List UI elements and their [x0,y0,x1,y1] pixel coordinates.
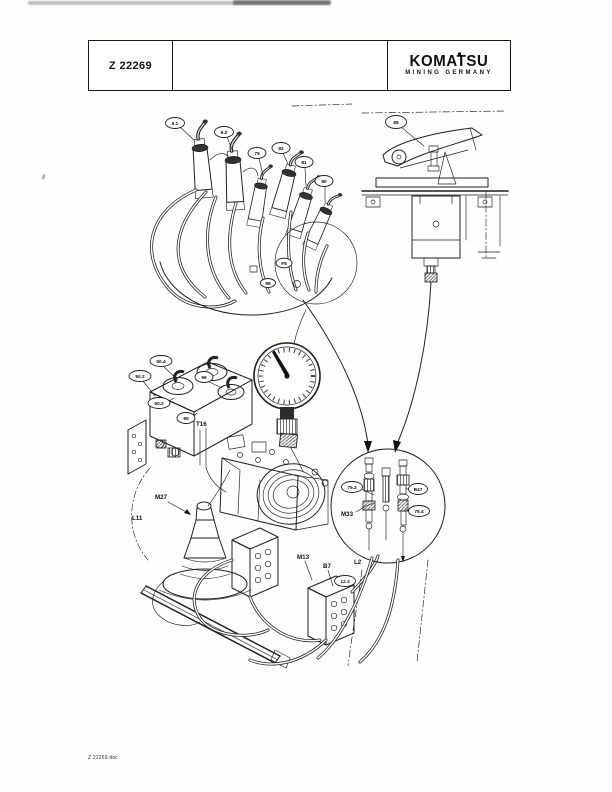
brand-text: KOMATSU [409,52,489,71]
test-fitting-middle [381,467,391,541]
callout-pedal: 88 [393,120,399,126]
callout-hose-6: 80 [321,179,327,185]
joystick-lever: M27 L11 [131,467,252,626]
callout-hose-2: 9.2 [221,130,228,136]
detail-circle-callouts: 75.3 M33 B47 75.4 [341,481,430,518]
doc-number-cell: Z 22269 [89,41,173,90]
label-b7: B7 [323,563,331,570]
callout-cluster-98: 98 [265,281,271,287]
brand-cell: KOMATSU MINING GERMANY [388,41,510,90]
label-l2: L2 [354,559,362,566]
title-block-empty-cell [173,41,388,90]
manifold-blocks: M13 B7 L2 12.3 [140,527,380,669]
test-fitting-right [396,459,410,562]
callout-95: 95 [183,416,189,422]
callout-75-4: 75.4 [414,509,424,515]
label-m33: M33 [341,511,354,518]
footer-filename: Z 22269.doc [88,755,118,761]
title-block: Z 22269 KOMATSU MINING GERMANY [88,40,511,91]
callout-96: 96 [201,375,207,381]
callout-50-2: 50.2 [135,374,145,380]
callout-b47: B47 [414,487,423,493]
label-l11: L11 [132,515,143,522]
leader-arrows [302,281,432,453]
logo-t-dot [457,52,461,56]
callout-hose-1: 9.1 [172,121,179,127]
callout-50-3: 50.3 [154,401,164,407]
brand-subtitle: MINING GERMANY [405,70,493,76]
label-t16: T16 [196,421,207,428]
callout-75-3: 75.3 [347,485,357,491]
callout-12-3: 12.3 [340,579,350,585]
servo-valve-assembly [207,434,329,531]
foot-pedal-assembly: 88 [361,115,509,283]
construction-lines [291,103,507,114]
callout-50-4: 50.4 [156,359,166,365]
test-fitting-left [362,457,376,551]
callout-cluster-f8: F8 [281,261,287,267]
hose-valve-cluster: F8 98 9.1 9.2 79 82 81 [150,117,358,316]
komatsu-logo: KOMATSU [409,52,489,71]
label-m13: M13 [297,554,310,561]
detail-circle: 75.3 M33 B47 75.4 [316,448,446,664]
doc-number: Z 22269 [108,59,153,72]
valve-block-callouts: 50.4 50.2 50.3 96 95 [128,355,223,424]
callout-hose-3: 79 [254,151,260,157]
pressure-gauge [253,309,321,473]
callout-hose-5: 81 [301,160,307,166]
label-m27: M27 [155,494,168,501]
callout-hose-4: 82 [278,146,284,152]
reducing-valve-block: T16 50.4 50.2 50.3 96 95 [127,355,253,493]
cluster-callouts: 9.1 9.2 79 82 81 80 [165,117,334,203]
